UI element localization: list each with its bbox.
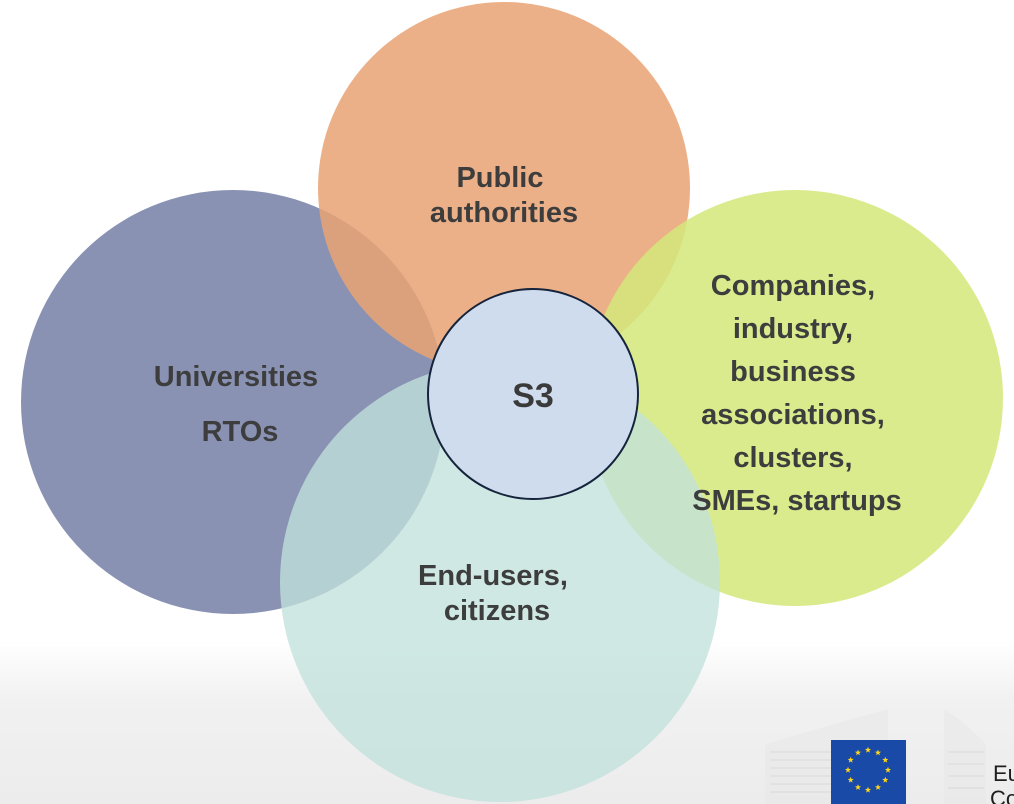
companies-line: SMEs, startups bbox=[692, 485, 902, 517]
end-users-label: End-users, citizens bbox=[418, 560, 576, 627]
eu-star-icon bbox=[864, 786, 872, 793]
companies-line: associations, bbox=[701, 399, 885, 431]
eu-star-icon bbox=[854, 749, 862, 756]
eu-star-icon bbox=[864, 746, 872, 753]
public-authorities-circle bbox=[318, 2, 690, 374]
end-users-line: citizens bbox=[444, 595, 550, 627]
companies-line: business bbox=[730, 356, 856, 388]
eu-star-icon bbox=[854, 784, 862, 790]
companies-label: Companies, industry, business associatio… bbox=[692, 270, 902, 517]
companies-line: clusters, bbox=[733, 442, 852, 474]
logo-text-line-2: Co bbox=[990, 786, 1014, 804]
eu-star-icon bbox=[882, 756, 889, 763]
eu-star-icon bbox=[847, 756, 854, 763]
public-authorities-label: Public authorities bbox=[430, 162, 578, 229]
s3-center-circle bbox=[427, 288, 639, 500]
companies-line: Companies, bbox=[711, 270, 875, 302]
end-users-line: End-users, bbox=[418, 560, 568, 592]
s3-center-label: S3 bbox=[512, 377, 554, 415]
european-commission-logo: Eu Co bbox=[765, 709, 1014, 804]
eu-star-icon bbox=[844, 766, 852, 773]
end-users-circle bbox=[280, 362, 720, 802]
public-authorities-line: Public bbox=[456, 162, 543, 194]
universities-line: RTOs bbox=[202, 416, 279, 448]
eu-star-icon bbox=[874, 784, 882, 790]
eu-star-icon bbox=[882, 776, 889, 783]
eu-star-icon bbox=[874, 749, 882, 756]
logo-text-line-1: Eu bbox=[993, 761, 1014, 786]
eu-stars-ring bbox=[844, 746, 892, 793]
universities-line: Universities bbox=[154, 361, 318, 393]
public-authorities-line: authorities bbox=[430, 197, 578, 229]
eu-star-icon bbox=[847, 776, 854, 783]
eu-star-icon bbox=[884, 766, 892, 773]
companies-line: industry, bbox=[733, 313, 853, 345]
universities-label: Universities RTOs bbox=[154, 361, 326, 448]
